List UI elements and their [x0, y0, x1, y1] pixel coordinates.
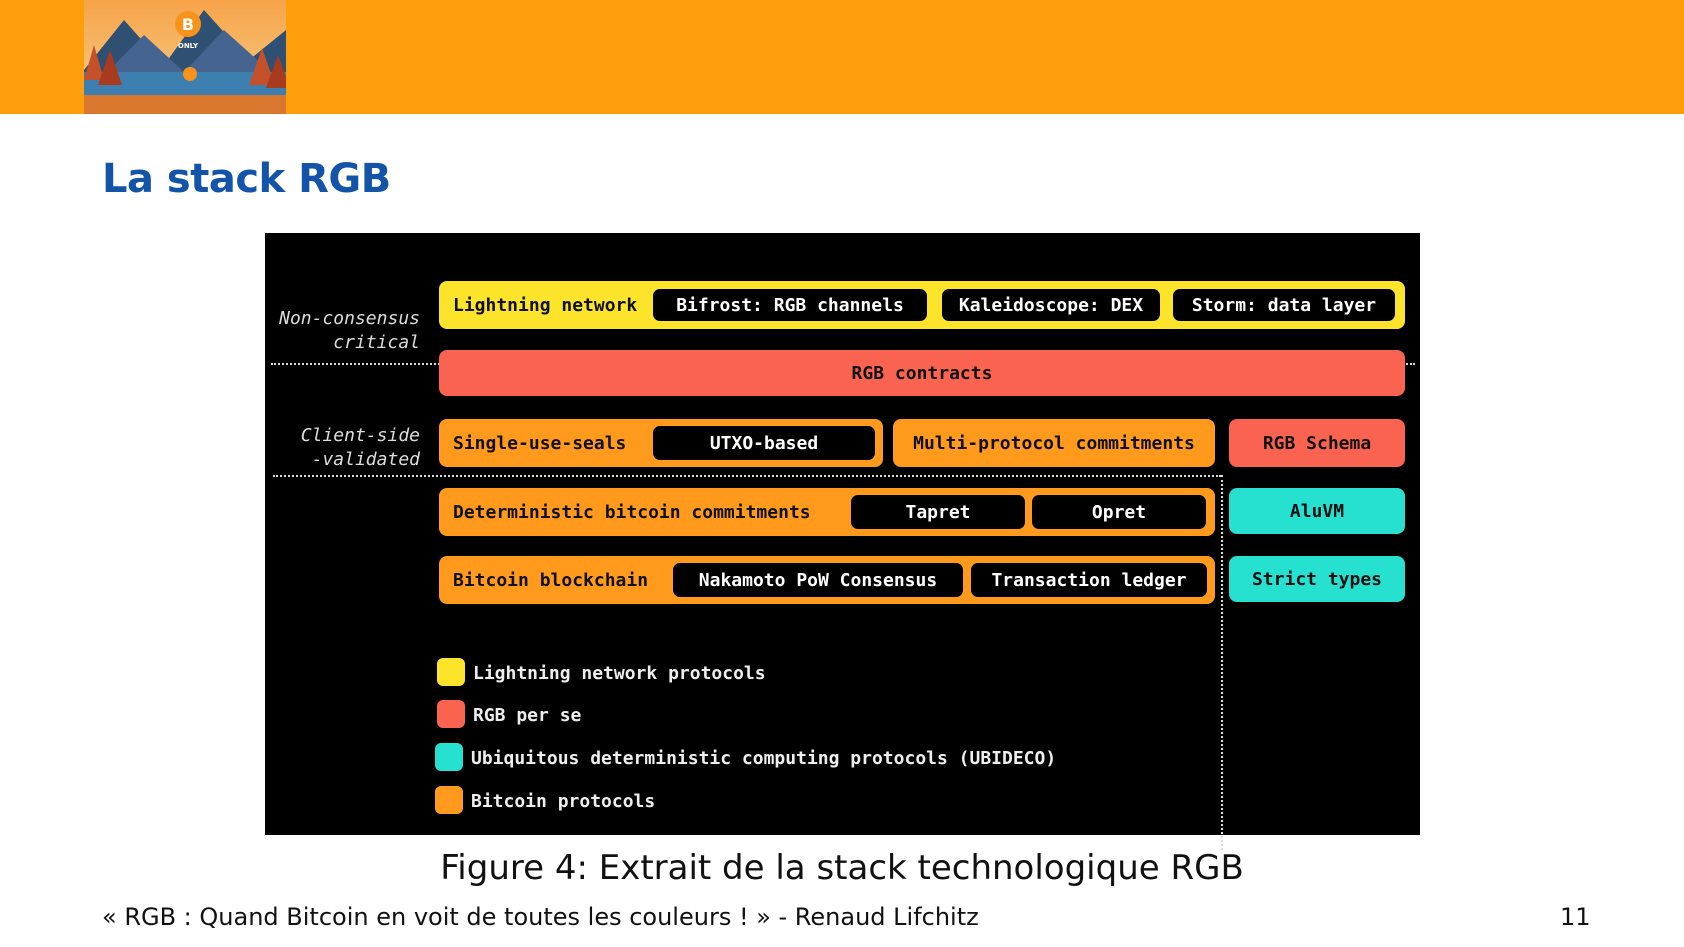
- legend-label-rgb: RGB per se: [473, 705, 582, 726]
- legend-swatch-lightning: [437, 658, 465, 686]
- page-number: 11: [1560, 903, 1591, 931]
- transaction-ledger-pill: Transaction ledger: [971, 563, 1207, 597]
- rgb-stack-diagram: Non-consensus critical Client-side -vali…: [265, 233, 1420, 850]
- single-use-seals-label: Single-use-seals: [453, 433, 627, 454]
- storm-pill: Storm: data layer: [1173, 289, 1395, 321]
- bitcoin-blockchain-label: Bitcoin blockchain: [453, 570, 649, 591]
- svg-text:B: B: [182, 15, 194, 34]
- dbc-label: Deterministic bitcoin commitments: [453, 502, 811, 523]
- side-label-non-consensus: Non-consensus critical: [279, 308, 420, 353]
- strict-types-layer: Strict types: [1229, 556, 1405, 602]
- legend-swatch-rgb: [437, 700, 465, 728]
- multi-protocol-commitments-layer: Multi-protocol commitments: [893, 419, 1215, 467]
- legend-swatch-ubideco: [435, 743, 463, 771]
- separator-vertical: [1221, 475, 1223, 850]
- bitcoin-only-logo: B ONLY: [84, 0, 286, 114]
- tapret-pill: Tapret: [851, 495, 1025, 529]
- rgb-schema-layer: RGB Schema: [1229, 419, 1405, 467]
- svg-text:ONLY: ONLY: [178, 42, 199, 50]
- legend-label-lightning: Lightning network protocols: [473, 663, 766, 684]
- figure-caption: Figure 4: Extrait de la stack technologi…: [440, 848, 1244, 888]
- slide-title: La stack RGB: [102, 156, 391, 202]
- separator-client-side: [273, 475, 1221, 477]
- rgb-contracts-layer: RGB contracts: [439, 350, 1405, 396]
- legend-swatch-bitcoin: [435, 786, 463, 814]
- bifrost-pill: Bifrost: RGB channels: [653, 289, 927, 321]
- legend-label-bitcoin: Bitcoin protocols: [471, 791, 656, 812]
- opret-pill: Opret: [1032, 495, 1206, 529]
- utxo-based-pill: UTXO-based: [653, 426, 875, 460]
- footer-text: « RGB : Quand Bitcoin en voit de toutes …: [102, 903, 979, 931]
- kaleidoscope-pill: Kaleidoscope: DEX: [942, 289, 1160, 321]
- aluvm-layer: AluVM: [1229, 488, 1405, 534]
- legend-label-ubideco: Ubiquitous deterministic computing proto…: [471, 748, 1057, 769]
- lightning-network-label: Lightning network: [453, 295, 638, 316]
- side-label-client-side: Client-side -validated: [300, 425, 420, 470]
- nakamoto-pill: Nakamoto PoW Consensus: [673, 563, 963, 597]
